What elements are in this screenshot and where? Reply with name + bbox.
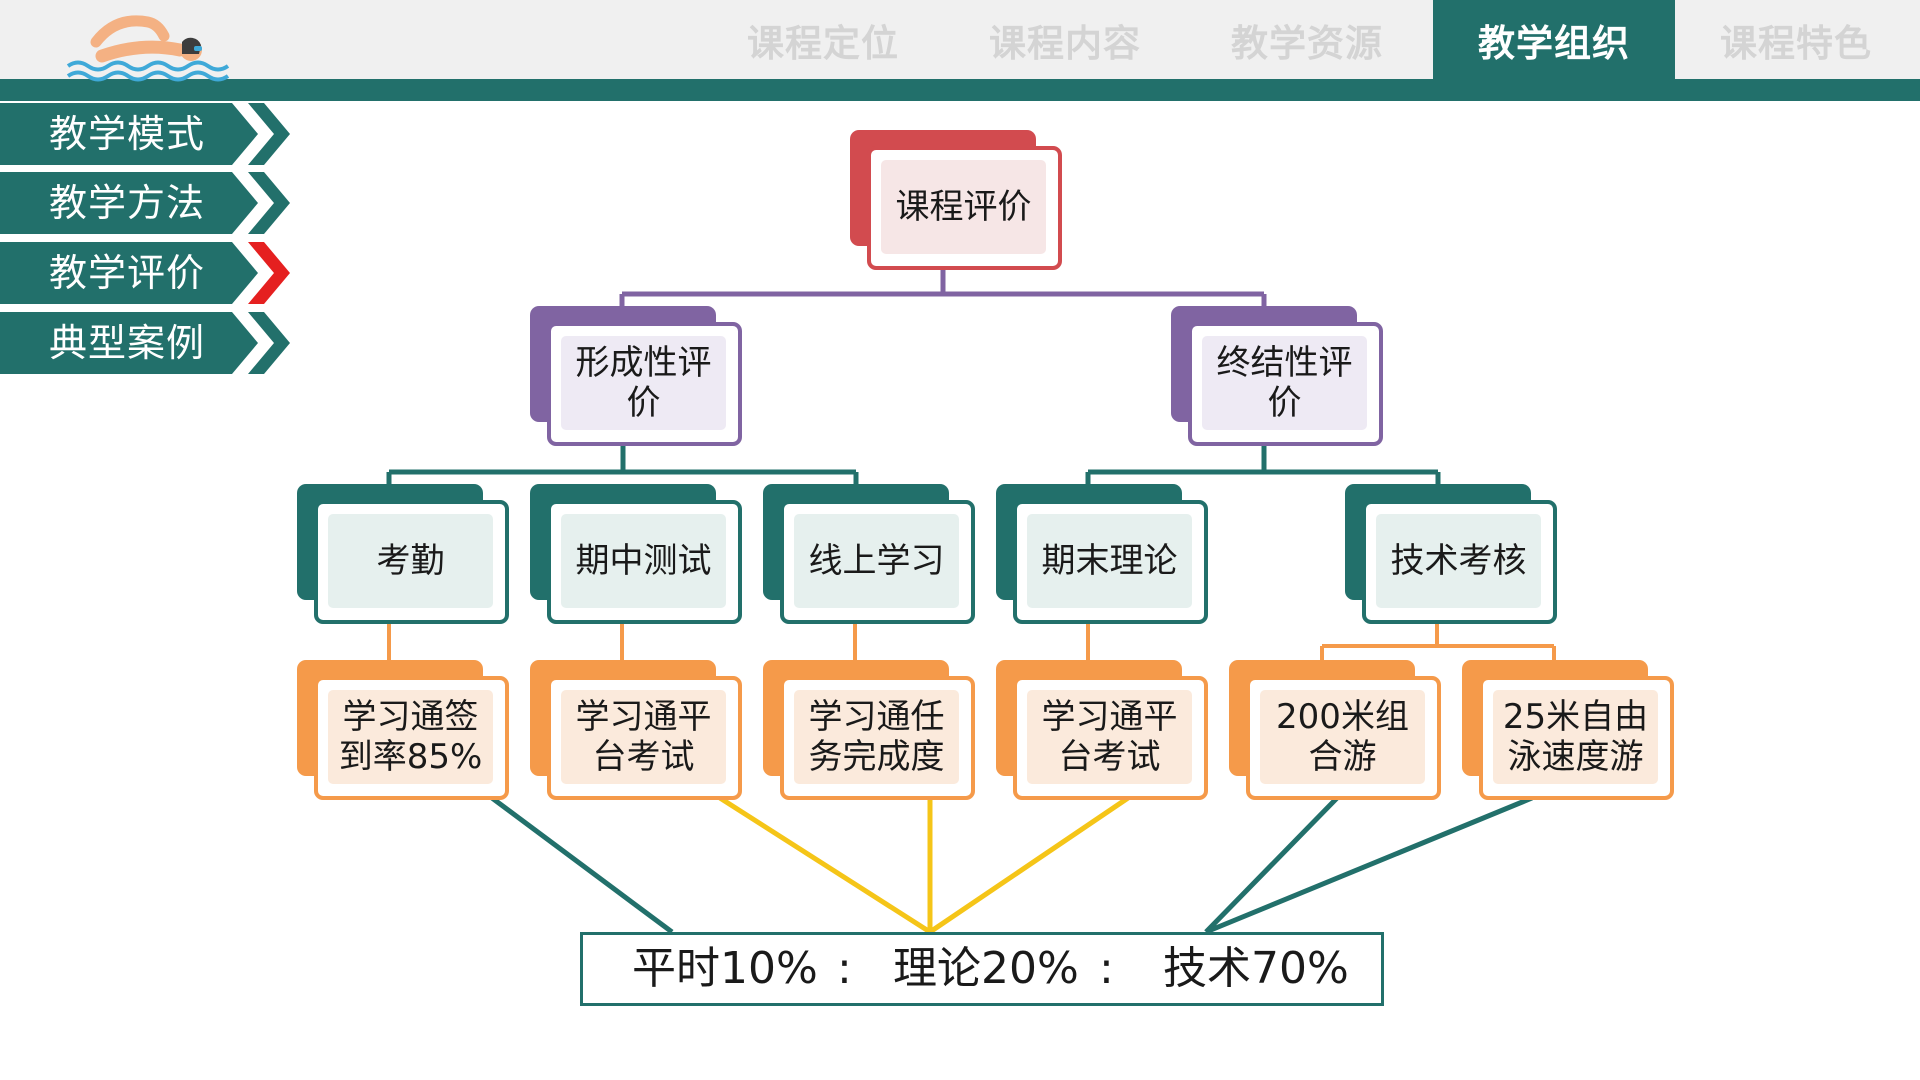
tab-course-content[interactable]: 课程内容 bbox=[989, 21, 1141, 65]
node-formative-evaluation: 形成性评价 bbox=[530, 306, 742, 446]
tab-course-positioning[interactable]: 课程定位 bbox=[747, 21, 899, 65]
tab-teaching-organization[interactable]: 教学组织 bbox=[1433, 0, 1675, 79]
node-standard-final-platform-exam: 学习通平台考试 bbox=[996, 660, 1208, 800]
sidebar-item-label: 教学方法 bbox=[49, 181, 206, 225]
header-divider bbox=[0, 79, 1920, 101]
node-label: 课程评价 bbox=[895, 187, 1032, 227]
ratio-separator: : bbox=[837, 943, 852, 994]
ratio-skill: 技术70% bbox=[1163, 943, 1349, 994]
sidebar-item-label: 教学评价 bbox=[49, 251, 206, 295]
sidebar-item-teaching-evaluation[interactable]: 教学评价 bbox=[0, 242, 290, 304]
sidebar-item-label: 教学模式 bbox=[49, 112, 206, 156]
ratio-separator: : bbox=[1099, 943, 1114, 994]
ratio-theory: 理论20% bbox=[893, 943, 1079, 994]
node-summative-evaluation: 终结性评价 bbox=[1171, 306, 1383, 446]
node-midterm-test: 期中测试 bbox=[530, 484, 742, 624]
node-standard-platform-exam: 学习通平台考试 bbox=[530, 660, 742, 800]
sidebar-item-teaching-mode[interactable]: 教学模式 bbox=[0, 103, 290, 165]
node-label: 25米自由泳速度游 bbox=[1502, 697, 1649, 777]
node-label: 技术考核 bbox=[1390, 541, 1527, 581]
score-ratio-box: 平时10% : 理论20% : 技术70% bbox=[580, 932, 1384, 1006]
node-standard-task-completion: 学习通任务完成度 bbox=[763, 660, 975, 800]
node-label: 200米组合游 bbox=[1276, 697, 1409, 777]
tab-teaching-resources[interactable]: 教学资源 bbox=[1231, 21, 1383, 65]
node-standard-200m-medley: 200米组合游 bbox=[1229, 660, 1441, 800]
tab-course-features[interactable]: 课程特色 bbox=[1720, 21, 1872, 65]
node-label: 学习通任务完成度 bbox=[808, 697, 945, 777]
node-label: 学习通平台考试 bbox=[1041, 697, 1178, 777]
sidebar-item-teaching-method[interactable]: 教学方法 bbox=[0, 172, 290, 234]
node-standard-25m-freestyle: 25米自由泳速度游 bbox=[1462, 660, 1674, 800]
node-standard-attendance-rate: 学习通签到率85% bbox=[297, 660, 509, 800]
node-attendance: 考勤 bbox=[297, 484, 509, 624]
node-course-evaluation: 课程评价 bbox=[850, 130, 1062, 270]
sidebar-item-label: 典型案例 bbox=[49, 321, 206, 365]
node-online-learning: 线上学习 bbox=[763, 484, 975, 624]
node-label: 考勤 bbox=[376, 541, 445, 581]
node-label: 线上学习 bbox=[808, 541, 945, 581]
node-label: 形成性评价 bbox=[575, 343, 712, 423]
ratio-usual: 平时10% bbox=[632, 943, 818, 994]
sidebar-item-typical-cases[interactable]: 典型案例 bbox=[0, 312, 290, 374]
swimmer-icon bbox=[66, 12, 236, 84]
node-label: 学习通平台考试 bbox=[575, 697, 712, 777]
node-skill-assessment: 技术考核 bbox=[1345, 484, 1557, 624]
node-label: 终结性评价 bbox=[1216, 343, 1353, 423]
node-final-theory: 期末理论 bbox=[996, 484, 1208, 624]
node-label: 学习通签到率85% bbox=[338, 697, 483, 777]
node-label: 期末理论 bbox=[1041, 541, 1178, 581]
node-label: 期中测试 bbox=[575, 541, 712, 581]
